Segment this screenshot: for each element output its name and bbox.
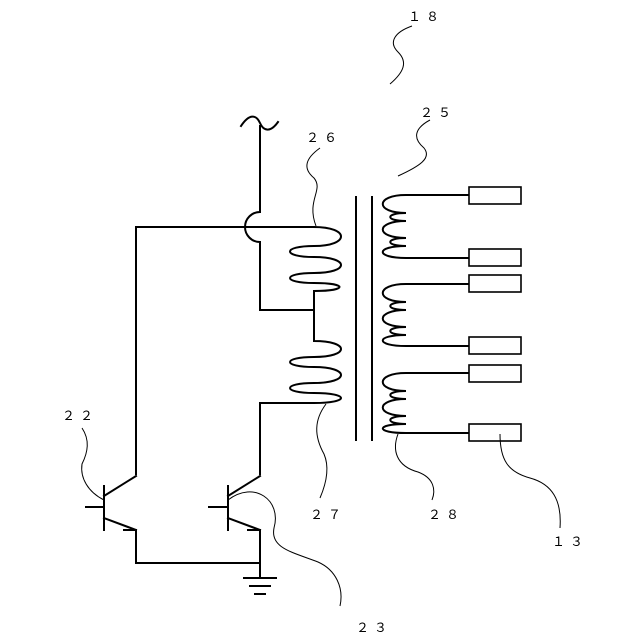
electrode-box-3 xyxy=(469,275,521,292)
secondary-coil-1 xyxy=(383,195,468,258)
label-22: ２２ xyxy=(62,409,98,424)
leader-18 xyxy=(390,26,412,84)
leader-25 xyxy=(398,120,430,176)
secondary-coil-2 xyxy=(383,284,468,346)
label-27: ２７ xyxy=(310,508,346,523)
collector-wire-22 xyxy=(136,227,314,474)
electrode-box-6 xyxy=(469,424,521,441)
electrode-box-5 xyxy=(469,365,521,382)
ground-icon xyxy=(244,578,276,594)
label-26: ２６ xyxy=(306,131,342,146)
electrode-box-1 xyxy=(469,187,521,204)
leader-28 xyxy=(395,434,433,500)
electrode-box-2 xyxy=(469,249,521,266)
label-23: ２３ xyxy=(356,621,392,636)
primary-coil-27 xyxy=(260,310,341,474)
label-25: ２５ xyxy=(420,106,456,121)
secondary-coil-3 xyxy=(383,373,468,433)
leader-27 xyxy=(317,404,327,498)
transistor-22 xyxy=(86,476,136,563)
leader-26 xyxy=(307,148,320,226)
electrode-box-4 xyxy=(469,337,521,354)
leader-13 xyxy=(500,434,560,528)
leader-22 xyxy=(82,428,104,500)
label-18: １８ xyxy=(408,10,444,25)
label-13: １３ xyxy=(552,535,588,550)
primary-coil-26 xyxy=(290,227,341,310)
label-28: ２８ xyxy=(428,508,464,523)
